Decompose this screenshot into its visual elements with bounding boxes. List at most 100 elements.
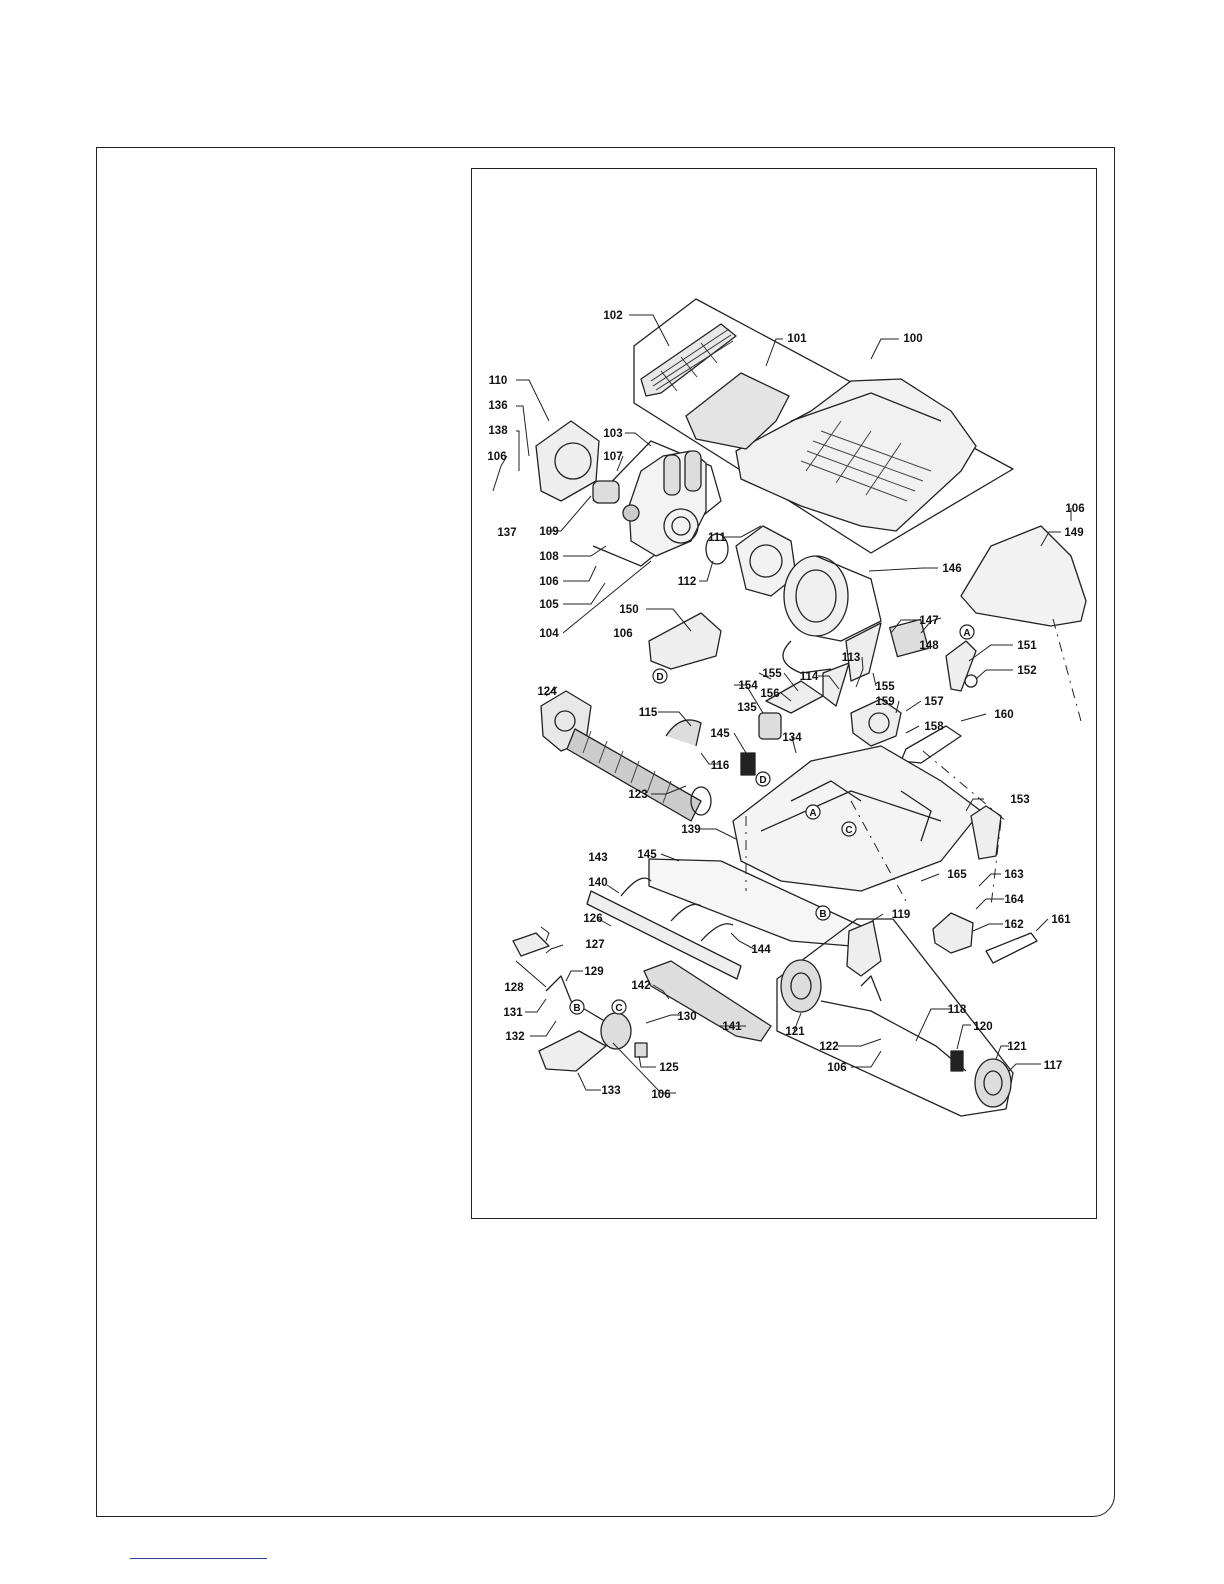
callout-148: 148 <box>919 640 939 652</box>
drive-belt <box>985 932 1038 964</box>
callout-129: 129 <box>584 966 603 978</box>
callout-143: 143 <box>588 852 607 864</box>
callout-111: 111 <box>708 532 727 544</box>
callout-144: 144 <box>751 944 771 956</box>
marker-d-lower-label: D <box>759 775 766 786</box>
brushroll-shape <box>566 728 712 822</box>
callout-160: 160 <box>994 709 1013 721</box>
callout-115: 115 <box>639 707 658 719</box>
callout-101: 101 <box>787 333 807 345</box>
motor-pulley <box>932 912 974 954</box>
callout-122: 122 <box>819 1041 838 1053</box>
callout-131: 131 <box>503 1007 523 1019</box>
callout-106-hose-guide: 106 <box>613 628 632 640</box>
callout-120: 120 <box>973 1021 992 1033</box>
callout-126: 126 <box>583 913 602 925</box>
brush-guard-shape <box>665 719 702 747</box>
marker-b-lower <box>815 905 831 921</box>
scraper-shape <box>643 960 772 1042</box>
marker-a-lower <box>805 804 821 820</box>
callout-145-upper: 145 <box>710 728 730 740</box>
callout-106-belt-cover: 106 <box>1065 503 1084 515</box>
callout-118: 118 <box>948 1004 967 1016</box>
callout-156: 156 <box>760 688 779 700</box>
pedal-shape <box>538 1030 607 1072</box>
seal-ring <box>705 533 729 565</box>
callout-139: 139 <box>681 824 700 836</box>
callout-102: 102 <box>603 310 622 322</box>
callout-162: 162 <box>1004 919 1023 931</box>
axle-bracket <box>846 920 882 977</box>
callout-105: 105 <box>539 599 559 611</box>
callout-121-right: 121 <box>1007 1041 1027 1053</box>
callout-153: 153 <box>1010 794 1029 806</box>
callout-106-pedal: 106 <box>651 1089 670 1101</box>
callout-127: 127 <box>585 939 604 951</box>
callout-159: 159 <box>875 696 894 708</box>
leader-lines-dashed <box>745 618 1082 907</box>
callout-123: 123 <box>628 789 647 801</box>
callout-130: 130 <box>677 1011 696 1023</box>
callout-110: 110 <box>489 375 508 387</box>
marker-a-lower-label: A <box>809 808 816 819</box>
footer-rule <box>130 1558 267 1559</box>
callout-146: 146 <box>942 563 961 575</box>
callout-125: 125 <box>659 1062 679 1074</box>
callout-157: 157 <box>924 696 943 708</box>
rear-wheel-left <box>780 959 822 1013</box>
callout-152: 152 <box>1017 665 1036 677</box>
marker-d-lower <box>755 771 771 787</box>
callout-104: 104 <box>539 628 559 640</box>
callout-108: 108 <box>539 551 559 563</box>
callout-124: 124 <box>537 686 557 698</box>
callout-154: 154 <box>738 680 758 692</box>
cover-grille <box>800 420 932 502</box>
marker-d-upper <box>652 668 668 684</box>
page-frame <box>96 147 1115 1517</box>
marker-b-pedal <box>569 999 585 1015</box>
diagram-canvas: A A B B C C D D 100 101 102 103 104 105 … <box>487 298 1087 1117</box>
part-drawings <box>512 298 1087 1117</box>
rod-shape <box>545 975 614 1027</box>
filter-block <box>740 752 756 776</box>
callout-145-lower: 145 <box>637 849 657 861</box>
callout-117: 117 <box>1044 1060 1063 1072</box>
callout-leaders <box>492 314 1072 1094</box>
section-markers <box>569 624 975 1015</box>
callout-155-right: 155 <box>875 681 895 693</box>
cover-assembly-outline <box>633 298 1014 554</box>
filter-pad-shape <box>685 372 790 450</box>
marker-b-pedal-label: B <box>573 1003 580 1014</box>
exploded-parts-diagram: A A B B C C D D 100 101 102 103 104 105 … <box>471 168 1097 1219</box>
rear-wheel-right <box>974 1058 1012 1108</box>
callout-150: 150 <box>619 604 638 616</box>
base-shape <box>732 745 982 892</box>
hose-guide-shape <box>648 612 722 670</box>
marker-c-wheel <box>611 999 627 1015</box>
callout-151: 151 <box>1017 640 1037 652</box>
callout-116: 116 <box>711 760 730 772</box>
callout-119: 119 <box>892 909 911 921</box>
callout-114: 114 <box>800 671 819 683</box>
marker-c-base <box>841 821 857 837</box>
fan-assembly-outline <box>592 440 722 567</box>
callout-161: 161 <box>1051 914 1071 926</box>
belt-cover-shape <box>960 525 1087 627</box>
marker-c-wheel-label: C <box>615 1003 622 1014</box>
callout-121-left: 121 <box>785 1026 805 1038</box>
section-marker-labels: A A B B C C D D <box>573 628 970 1014</box>
callout-149: 149 <box>1064 527 1083 539</box>
callout-147: 147 <box>919 615 938 627</box>
main-motor-shape <box>783 555 849 637</box>
callout-labels: 100 101 102 103 104 105 106 106 106 106 … <box>487 310 1084 1101</box>
callout-132: 132 <box>505 1031 524 1043</box>
callout-106-axle: 106 <box>827 1062 846 1074</box>
callout-103: 103 <box>603 428 622 440</box>
callout-100: 100 <box>903 333 922 345</box>
callout-134: 134 <box>782 732 802 744</box>
latch-shape <box>970 805 1002 860</box>
rail-bar <box>586 890 742 980</box>
callout-136: 136 <box>488 400 507 412</box>
fan-housing-shape <box>535 420 600 502</box>
release-shape <box>512 932 550 957</box>
